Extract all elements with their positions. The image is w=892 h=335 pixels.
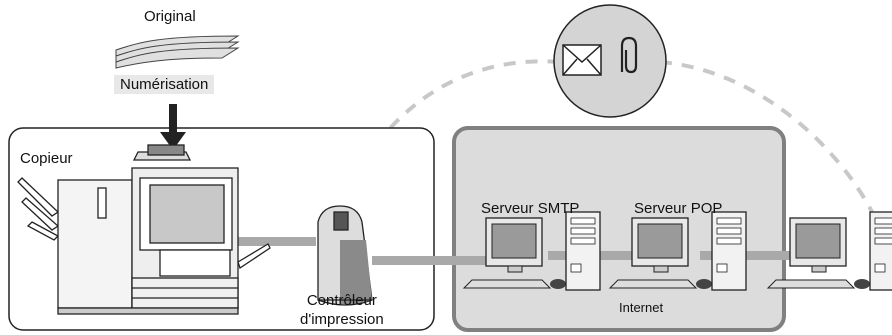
email-attachment-badge [553,4,667,118]
internet-label: Internet [619,300,664,315]
smtp-server-label: Serveur SMTP [481,200,580,217]
envelope-icon [562,44,602,76]
original-label: Original [144,8,196,25]
print-controller-label-line1: Contrôleur [306,292,377,309]
copier-label: Copieur [20,150,73,167]
copier-machine-icon [17,144,271,315]
print-controller-label: Contrôleur d'impression [300,291,384,329]
print-controller-label-line2: d'impression [300,311,384,328]
print-controller-icon [317,205,373,306]
original-documents-icon [115,35,240,69]
scan-arrow-icon [160,104,186,150]
scanning-label: Numérisation [114,75,215,94]
pop-server-label: Serveur POP [634,200,723,217]
paperclip-icon [620,36,638,74]
